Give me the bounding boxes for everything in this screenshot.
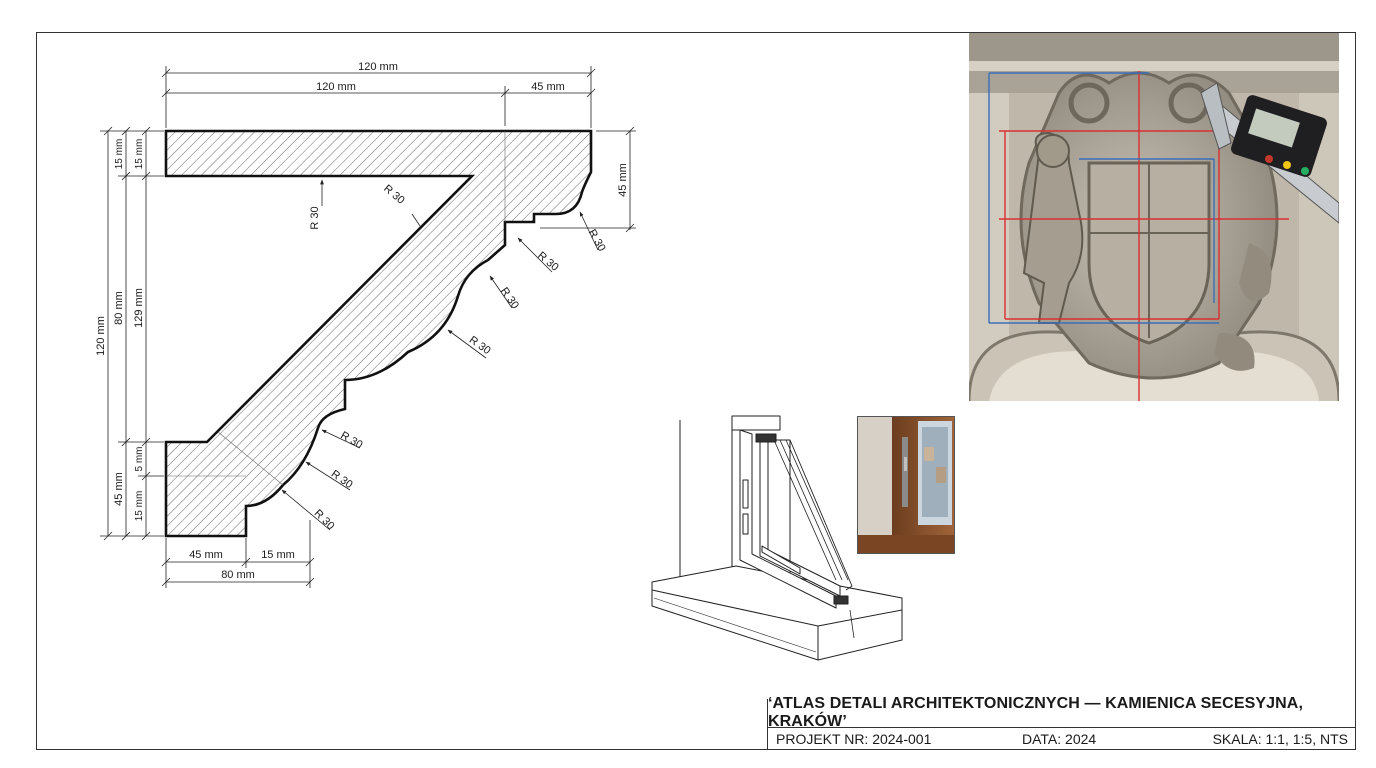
dim-inner-129: 129 mm <box>133 288 145 328</box>
coat-of-arms-photo <box>969 33 1339 401</box>
radius-label: R 30 <box>535 250 561 274</box>
dim-left-45: 45 mm <box>113 472 125 506</box>
window-photo <box>857 416 955 554</box>
drawing-date: DATA: 2024 <box>1022 731 1097 747</box>
radius-label: R 30 <box>309 206 321 229</box>
coat-of-arms-image <box>969 33 1339 401</box>
title-block-info: PROJEKT NR: 2024-001 DATA: 2024 SKALA: 1… <box>768 728 1356 750</box>
dim-top-overall: 120 mm <box>358 61 398 73</box>
radius-label: R 30 <box>498 285 521 311</box>
window-frame-isometric <box>651 415 903 661</box>
radius-label: R 30 <box>312 507 337 532</box>
dim-left-overall: 120 mm <box>95 316 107 356</box>
drawing-scale: SKALA: 1:1, 1:5, NTS <box>1212 731 1348 747</box>
dim-left-80: 80 mm <box>113 291 125 325</box>
radius-label: R 30 <box>338 429 364 451</box>
drawing-sheet-frame <box>36 32 1356 750</box>
dim-bottom-45: 45 mm <box>189 549 223 561</box>
digital-caliper <box>1200 82 1339 224</box>
dim-left-top: 15 mm <box>114 139 125 170</box>
radius-label: R 30 <box>329 468 355 491</box>
dim-right-45: 45 mm <box>617 163 629 197</box>
project-number: PROJEKT NR: 2024-001 <box>776 731 932 747</box>
title-block: ‘ATLAS DETALI ARCHITEKTONICZNYCH — KAMIE… <box>767 695 1356 750</box>
dim-inner-top: 15 mm <box>134 139 145 170</box>
window-photo-image <box>858 417 954 553</box>
dim-inner-5: 5 mm <box>134 447 145 472</box>
dim-bottom-80: 80 mm <box>221 569 255 581</box>
cornice-profile-section <box>164 129 593 538</box>
dim-top-left: 120 mm <box>316 81 356 93</box>
title-block-title: ‘ATLAS DETALI ARCHITEKTONICZNYCH — KAMIE… <box>768 695 1356 730</box>
radius-label: R 30 <box>381 183 407 207</box>
dim-bottom-15: 15 mm <box>261 549 295 561</box>
dim-top-right: 45 mm <box>531 81 565 93</box>
radius-label: R 30 <box>586 227 608 253</box>
dim-inner-bottom: 15 mm <box>134 491 145 522</box>
